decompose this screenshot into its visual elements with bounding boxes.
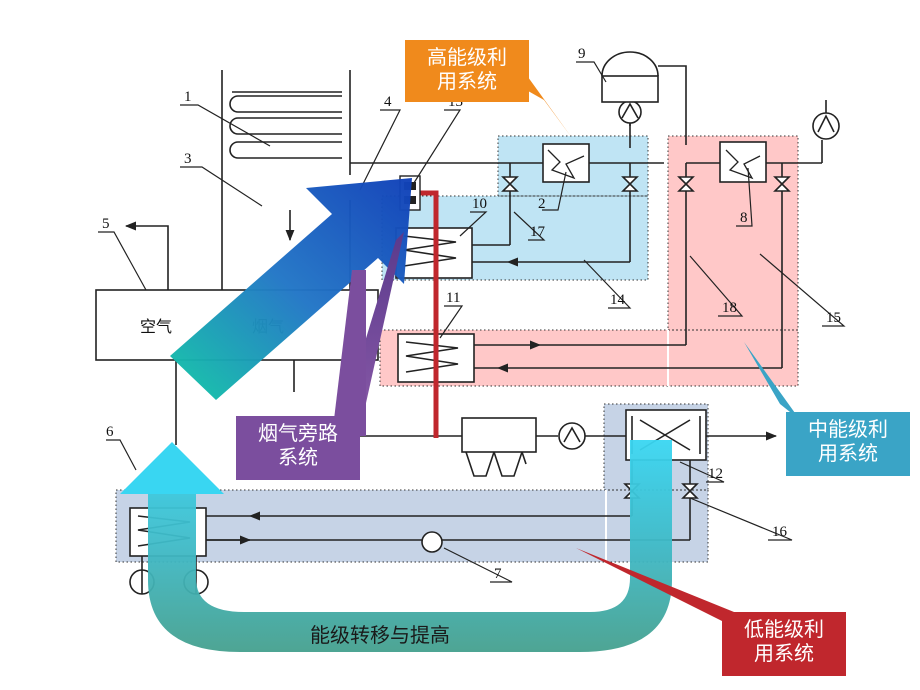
label-10: 10 — [472, 196, 487, 212]
label-17: 17 — [530, 224, 546, 240]
high-energy-callout: 高能级利 用系统 — [405, 40, 529, 102]
air-label: 空气 — [140, 318, 172, 336]
low-callout-line1: 低能级利 — [744, 619, 824, 641]
label-7: 7 — [494, 566, 502, 582]
mid-callout-pointer — [744, 342, 800, 420]
label-6: 6 — [106, 424, 114, 440]
label-15: 15 — [826, 310, 841, 326]
label-3: 3 — [184, 151, 192, 167]
transfer-label: 能级转移与提高 — [310, 624, 450, 647]
label-12: 12 — [708, 466, 723, 482]
turbine-9 — [601, 51, 687, 145]
low-energy-callout: 低能级利 用系统 — [722, 612, 846, 676]
label-5: 5 — [102, 216, 110, 232]
label-2: 2 — [538, 196, 546, 212]
label-1: 1 — [184, 89, 192, 105]
bypass-callout-line2: 系统 — [278, 447, 318, 469]
flue-gas-path — [359, 392, 778, 477]
energy-upgrade-arrow — [170, 178, 412, 400]
bypass-callout-line1: 烟气旁路 — [258, 423, 338, 445]
label-11: 11 — [446, 290, 460, 306]
mid-callout-line2: 用系统 — [818, 443, 878, 465]
label-9: 9 — [578, 46, 586, 62]
label-8: 8 — [740, 210, 748, 226]
high-callout-line1: 高能级利 — [427, 47, 507, 69]
mid-callout-line1: 中能级利 — [808, 419, 888, 441]
leader-lines — [98, 61, 846, 583]
label-18: 18 — [722, 300, 737, 316]
low-callout-pointer — [576, 548, 744, 632]
label-4: 4 — [384, 94, 392, 110]
label-16: 16 — [772, 524, 788, 540]
flue-bypass-callout: 烟气旁路 系统 — [236, 416, 360, 480]
energy-transfer-u-arrow — [120, 440, 672, 652]
bypass-arrow — [332, 232, 404, 436]
low-callout-line2: 用系统 — [754, 643, 814, 665]
label-14: 14 — [610, 292, 626, 308]
high-callout-line2: 用系统 — [437, 71, 497, 93]
mid-energy-callout: 中能级利 用系统 — [786, 412, 910, 476]
